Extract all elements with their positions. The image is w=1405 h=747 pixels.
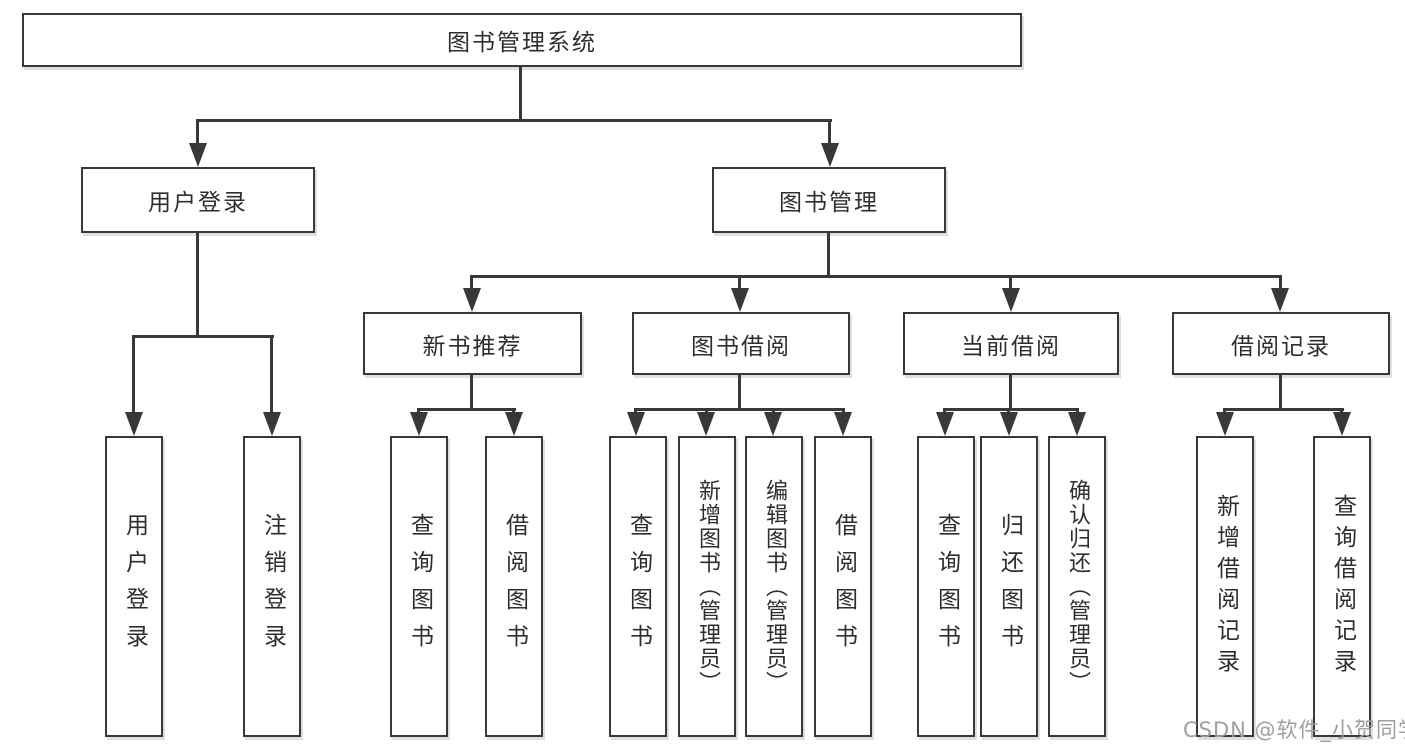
- connector-line: [634, 408, 845, 411]
- arrow-down-icon: [505, 412, 523, 436]
- leaf-query-books-current: 查询图书: [917, 436, 975, 737]
- connector-line: [270, 335, 273, 414]
- connector-line: [197, 119, 832, 122]
- arrow-down-icon: [1216, 412, 1234, 436]
- node-book-borrowing: 图书借阅: [632, 312, 850, 375]
- connector-line: [1009, 275, 1012, 290]
- leaf-label: 借阅图书: [501, 512, 528, 661]
- node-label: 当前借阅: [961, 333, 1061, 360]
- connector-line: [132, 335, 135, 414]
- node-label: 借阅记录: [1231, 333, 1331, 360]
- node-label: 图书管理: [779, 190, 879, 216]
- leaf-logout: 注销登录: [243, 436, 301, 737]
- arrow-down-icon: [834, 412, 852, 436]
- node-label: 新书推荐: [422, 333, 523, 360]
- leaf-confirm-return-admin: 确认归还（管理员）: [1048, 436, 1106, 737]
- arrow-down-icon: [263, 412, 281, 436]
- leaf-label: 编辑图书（管理员）: [762, 478, 787, 695]
- leaf-label: 注销登录: [259, 512, 286, 661]
- leaf-label: 借阅图书: [830, 512, 857, 661]
- connector-line: [196, 119, 199, 145]
- leaf-label: 查询图书: [625, 512, 652, 661]
- arrow-down-icon: [410, 412, 428, 436]
- leaf-label: 查询图书: [406, 512, 433, 661]
- connector-line: [738, 275, 741, 290]
- leaf-user-login: 用户登录: [105, 436, 163, 737]
- leaf-label: 归还图书: [996, 512, 1023, 661]
- connector-line: [519, 67, 522, 120]
- node-user-login-branch: 用户登录: [81, 167, 315, 233]
- connector-line: [470, 275, 473, 290]
- connector-line: [738, 375, 741, 409]
- arrow-down-icon: [125, 412, 143, 436]
- leaf-query-books-recommend: 查询图书: [390, 436, 448, 737]
- connector-line: [417, 408, 516, 411]
- node-library-management-system: 图书管理系统: [22, 13, 1022, 67]
- connector-line: [828, 119, 831, 145]
- arrow-down-icon: [627, 412, 645, 436]
- connector-line: [1223, 408, 1344, 411]
- leaf-query-books-borrowing: 查询图书: [609, 436, 667, 737]
- leaf-return-books: 归还图书: [980, 436, 1038, 737]
- connector-line: [470, 275, 1282, 278]
- arrow-down-icon: [189, 143, 207, 167]
- connector-line: [132, 335, 274, 338]
- arrow-down-icon: [1000, 412, 1018, 436]
- node-label: 图书管理系统: [447, 30, 597, 56]
- connector-line: [470, 375, 473, 409]
- node-label: 图书借阅: [691, 333, 791, 360]
- connector-line: [943, 408, 1079, 411]
- arrow-down-icon: [463, 288, 481, 312]
- arrow-down-icon: [1002, 288, 1020, 312]
- arrow-down-icon: [821, 143, 839, 167]
- leaf-borrow-books-recommend: 借阅图书: [485, 436, 543, 737]
- arrow-down-icon: [731, 288, 749, 312]
- node-book-management: 图书管理: [712, 167, 946, 233]
- leaf-label: 新增图书（管理员）: [695, 478, 720, 695]
- arrow-down-icon: [764, 412, 782, 436]
- leaf-edit-books-admin: 编辑图书（管理员）: [745, 436, 803, 737]
- leaf-label: 用户登录: [121, 512, 148, 661]
- node-label: 用户登录: [148, 190, 248, 216]
- leaf-label: 确认归还（管理员）: [1065, 478, 1090, 695]
- connector-line: [1009, 375, 1012, 409]
- leaf-add-books-admin: 新增图书（管理员）: [678, 436, 736, 737]
- leaf-label: 查询借阅记录: [1329, 493, 1356, 680]
- leaf-borrow-books: 借阅图书: [814, 436, 872, 737]
- connector-line: [1279, 375, 1282, 409]
- node-current-borrowing: 当前借阅: [903, 312, 1119, 375]
- arrow-down-icon: [936, 412, 954, 436]
- arrow-down-icon: [1271, 288, 1289, 312]
- arrow-down-icon: [1333, 412, 1351, 436]
- leaf-label: 查询图书: [933, 512, 960, 661]
- connector-line: [196, 233, 199, 336]
- node-borrowing-records: 借阅记录: [1172, 312, 1390, 375]
- leaf-add-borrow-record: 新增借阅记录: [1196, 436, 1254, 737]
- connector-line: [1279, 275, 1282, 290]
- node-new-book-recommendation: 新书推荐: [363, 312, 582, 375]
- arrow-down-icon: [1068, 412, 1086, 436]
- arrow-down-icon: [697, 412, 715, 436]
- connector-line: [827, 233, 830, 276]
- leaf-label: 新增借阅记录: [1212, 493, 1239, 680]
- leaf-query-borrow-record: 查询借阅记录: [1313, 436, 1371, 737]
- watermark-text: CSDN @软件_小贺同学: [1183, 718, 1405, 742]
